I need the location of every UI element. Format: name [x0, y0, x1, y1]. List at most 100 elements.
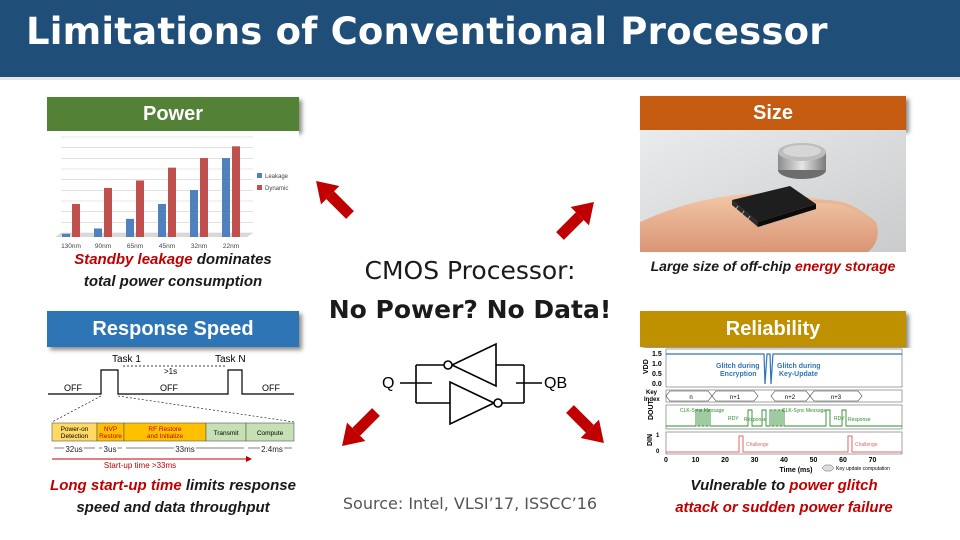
- step-compute: [245, 422, 295, 442]
- arrow-to-size: [556, 202, 594, 240]
- response-speed-label: Response Speed: [47, 311, 299, 347]
- y-label-1: 1.5: [652, 351, 662, 358]
- bar-leakage: [62, 233, 70, 237]
- sram-latch-diagram: Q QB: [382, 342, 567, 426]
- bar-dynamic: [232, 146, 240, 237]
- arrow-to-power: [316, 181, 354, 219]
- center-title-line2: No Power? No Data!: [328, 295, 612, 324]
- din-low-label: 0: [656, 449, 660, 455]
- size-caption: Large size of off-chip energy storage: [620, 255, 926, 277]
- dout-label-rdy-1: RDY: [728, 416, 739, 422]
- legend-leakage-swatch: [257, 173, 262, 178]
- chart-bars: [62, 146, 240, 237]
- off-label-1: OFF: [64, 383, 82, 393]
- glitch-x-tick: 20: [721, 457, 729, 464]
- inverter-bottom: [449, 380, 496, 426]
- key-n2: n+2: [785, 395, 796, 401]
- response-speed-label-text: Response Speed: [92, 317, 254, 340]
- bar-dynamic: [136, 180, 144, 237]
- dout-label-rdy-2: RDY: [834, 416, 845, 422]
- reliability-caption-text: Vulnerable to: [690, 477, 790, 494]
- reliability-caption-highlight-2: attack or sudden power failure: [675, 499, 893, 516]
- dout-label-clk-2: CLK-Sync Message: [782, 408, 826, 414]
- legend-dynamic: Dynamic: [265, 186, 288, 192]
- chip-on-finger-image: [640, 130, 906, 252]
- y-label-2: 1.0: [652, 361, 662, 368]
- bar-dynamic: [72, 203, 80, 237]
- dout-label-response-1: Response: [744, 417, 767, 423]
- source-citation: Source: Intel, VLSI’17, ISSCC’16: [342, 494, 598, 513]
- power-caption-rest: dominates: [192, 251, 272, 268]
- startup-label: Start-up time >33ms: [104, 461, 176, 470]
- glitch-x-tick: 30: [751, 457, 759, 464]
- chip: [732, 186, 816, 222]
- center-title-line1: CMOS Processor:: [364, 256, 576, 285]
- reliability-label-text: Reliability: [725, 317, 821, 340]
- step-label-transmit: Transmit: [213, 430, 238, 437]
- legend-key-symbol: [821, 464, 835, 472]
- bar-leakage: [94, 228, 102, 237]
- y-label-3: 0.5: [652, 371, 662, 378]
- size-caption-text: Large size of off-chip: [650, 258, 796, 274]
- size-label: Size: [640, 96, 906, 130]
- reliability-caption: Vulnerable to power glitch attack or sud…: [636, 475, 932, 519]
- response-caption-highlight: Long start-up time: [50, 477, 182, 494]
- glitch-x-tick: 70: [869, 457, 877, 464]
- bar-dynamic: [104, 187, 112, 237]
- bar-leakage: [126, 218, 134, 237]
- key-n3: n+3: [831, 395, 842, 401]
- latch-qb-label: QB: [544, 375, 567, 392]
- power-label: Power: [47, 97, 299, 131]
- x-tick-label: 32nm: [191, 243, 207, 250]
- glitch-legend: Key update computation: [836, 466, 890, 472]
- taskN-label: Task N: [215, 354, 246, 365]
- step-label-compute: Compute: [257, 430, 284, 437]
- off-label-3: OFF: [262, 383, 280, 393]
- glitch-x-tick: 10: [692, 457, 700, 464]
- response-caption-line2: speed and data throughput: [76, 499, 270, 516]
- size-label-text: Size: [752, 101, 794, 124]
- din-label-challenge-2: Challenge: [855, 442, 878, 448]
- axis-dout: DOUT: [648, 399, 655, 420]
- glitch-x-tick: 0: [664, 457, 668, 464]
- time-compute: 2.4ms: [261, 445, 283, 454]
- power-caption: Standby leakage dominates total power co…: [47, 249, 299, 293]
- size-caption-highlight: energy storage: [795, 258, 896, 274]
- response-caption-rest: limits response: [181, 477, 296, 494]
- time-nvp: 3us: [104, 445, 117, 454]
- legend-dynamic-swatch: [257, 185, 262, 190]
- power-caption-line2: total power consumption: [83, 273, 263, 290]
- time-rf: 33ms: [175, 445, 195, 454]
- dout-trace: [666, 409, 902, 427]
- bar-leakage: [222, 158, 230, 237]
- inverter-top: [450, 342, 497, 388]
- title-bar: Limitations of Conventional Processor: [0, 0, 960, 80]
- x-tick-label: 45nm: [159, 243, 175, 250]
- glitch-x-label: Time (ms): [780, 467, 813, 474]
- reliability-caption-highlight-1: power glitch: [789, 477, 878, 494]
- dout-label-response-2: Response: [848, 417, 871, 423]
- reliability-label: Reliability: [640, 311, 906, 347]
- glitch-x-tick: 60: [839, 457, 847, 464]
- y-label-4: 0.0: [652, 381, 662, 388]
- axis-din: DIN: [647, 434, 654, 446]
- bar-dynamic: [168, 167, 176, 237]
- vdd-trace: [666, 353, 902, 385]
- key-n1: n+1: [730, 395, 741, 401]
- bar-leakage: [158, 203, 166, 237]
- latch-q-label: Q: [382, 375, 394, 392]
- axis-vdd: VDD: [643, 359, 650, 374]
- bar-leakage: [190, 190, 198, 237]
- din-label-challenge-1: Challenge: [746, 442, 769, 448]
- x-tick-label: 22nm: [223, 243, 239, 250]
